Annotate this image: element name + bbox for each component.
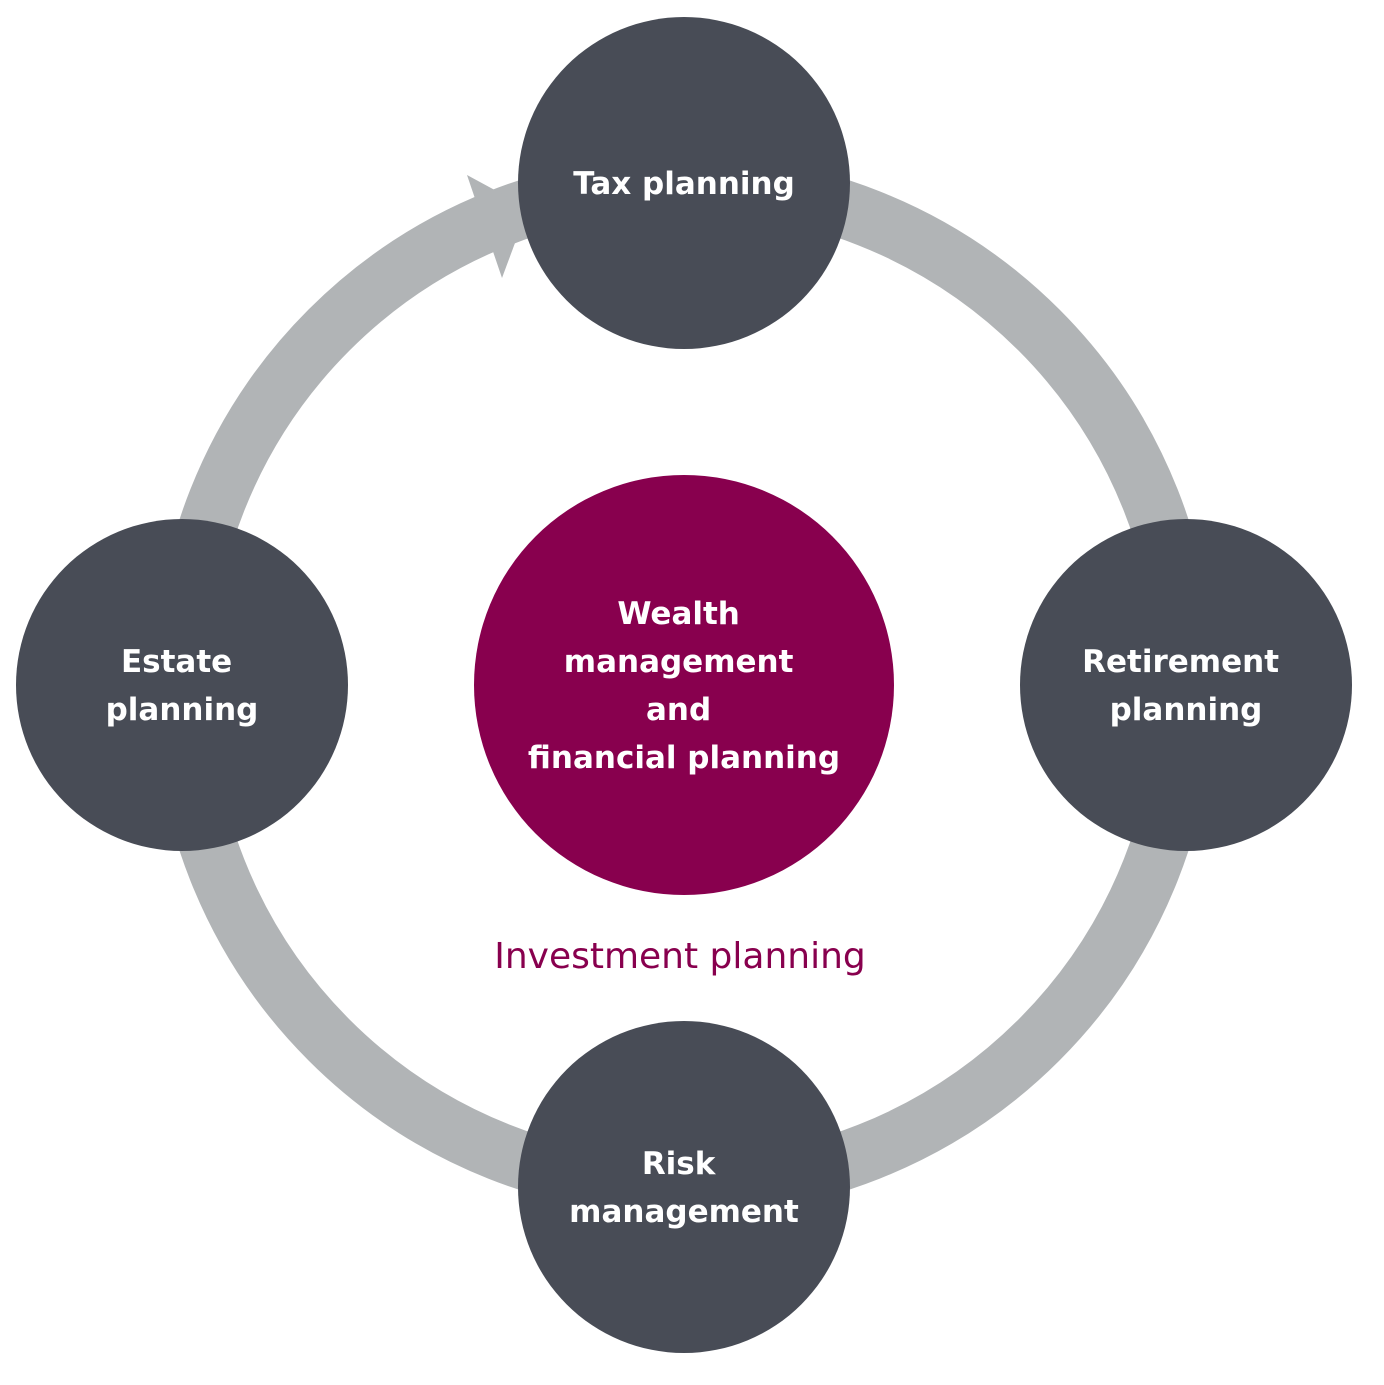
node-tax-planning: Tax planning (518, 17, 850, 349)
center-node-label: Wealth management and financial planning (528, 596, 840, 776)
node-tax-planning-label: Tax planning (573, 166, 795, 202)
cycle-arrow-head (467, 175, 528, 278)
node-retirement-planning-label: Retirement planning (1082, 644, 1290, 728)
node-estate-planning: Estate planning (16, 519, 348, 851)
node-risk-management: Risk management (518, 1021, 850, 1353)
node-retirement-planning: Retirement planning (1020, 519, 1352, 851)
center-node: Wealth management and financial planning (474, 475, 894, 895)
node-estate-planning-label: Estate planning (106, 644, 259, 728)
node-risk-management-label: Risk management (569, 1146, 799, 1230)
investment-planning-caption: Investment planning (494, 936, 866, 977)
